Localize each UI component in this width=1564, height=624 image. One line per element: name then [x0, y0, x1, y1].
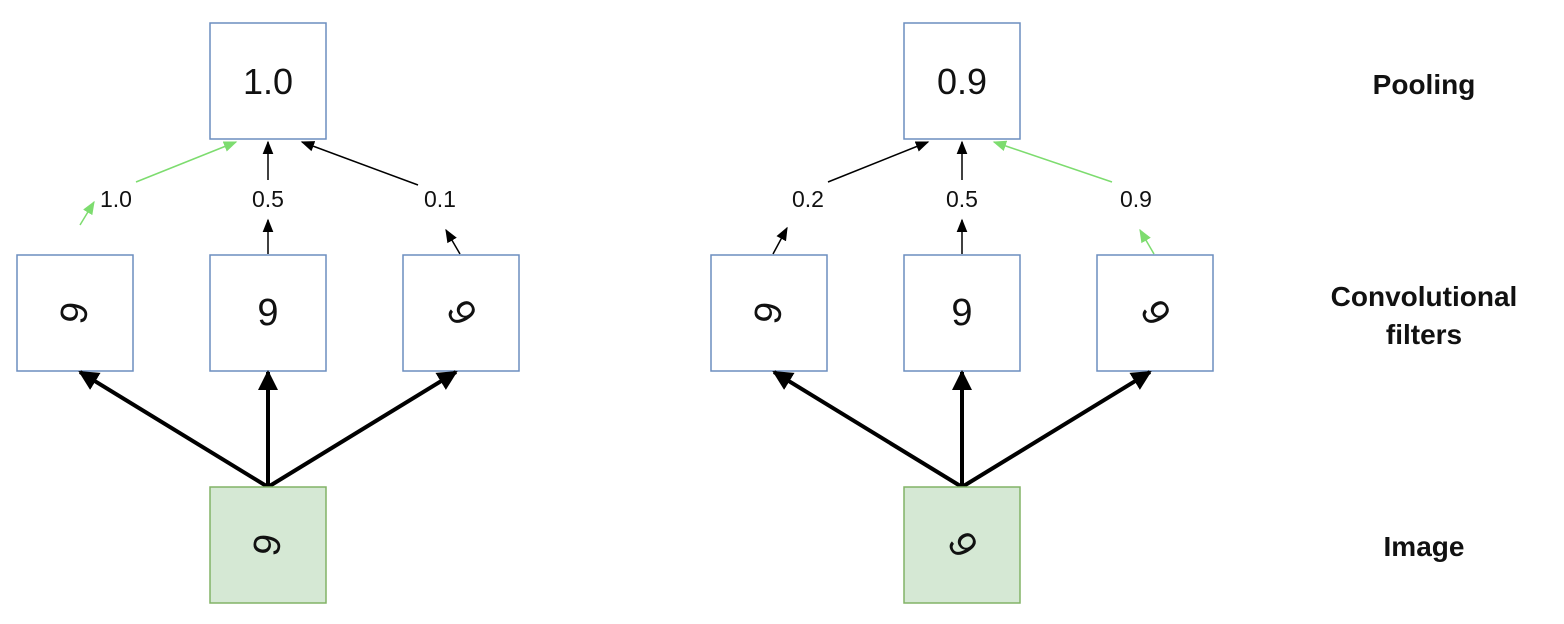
left-pooled-value: 1.0 — [243, 61, 293, 102]
right-filter-box-1 — [710, 254, 828, 372]
right-filter-box-3 — [1096, 254, 1214, 372]
right-image-arrow-3 — [960, 370, 1152, 489]
right-panel: 0.9 0.2 0.5 0.9 9 9 9 9 — [710, 22, 1214, 604]
right-pool-arrow-1b — [827, 141, 930, 183]
left-image-arrow-1 — [78, 370, 270, 489]
right-pool-arrow-1 — [772, 226, 788, 255]
row-label-filters-line1: Convolutional — [1331, 281, 1518, 312]
right-score-1: 0.2 — [792, 186, 824, 212]
row-label-pooling: Pooling — [1373, 69, 1476, 100]
left-pool-arrow-1b — [135, 141, 238, 183]
right-image-arrow-1 — [772, 370, 964, 489]
right-pool-arrow-3 — [1139, 228, 1155, 255]
left-filter-box-1 — [16, 254, 134, 372]
left-pool-arrow-3 — [445, 228, 461, 255]
right-pooled-box — [903, 22, 1021, 140]
left-filter-box-3 — [402, 254, 520, 372]
right-pooled-value: 0.9 — [937, 61, 987, 102]
right-filter-glyph-2: 9 — [951, 292, 972, 334]
right-score-2: 0.5 — [946, 186, 978, 212]
left-score-2: 0.5 — [252, 186, 284, 212]
left-pool-arrow-3b — [300, 141, 419, 186]
left-image-arrow-3 — [266, 370, 458, 489]
left-score-1: 1.0 — [100, 186, 132, 212]
right-pool-arrow-3b — [992, 140, 1113, 183]
left-score-3: 0.1 — [424, 186, 456, 212]
left-filter-glyph-2: 9 — [257, 292, 278, 334]
left-pooled-box — [209, 22, 327, 140]
row-labels: Pooling Convolutional filters Image — [1331, 69, 1518, 562]
row-label-image: Image — [1384, 531, 1465, 562]
right-score-3: 0.9 — [1120, 186, 1152, 212]
right-image-box — [903, 486, 1021, 604]
left-filter-box-2 — [209, 254, 327, 372]
right-filter-box-2 — [903, 254, 1021, 372]
left-image-box — [209, 486, 327, 604]
left-pool-arrow-1 — [79, 200, 95, 226]
row-label-filters-line2: filters — [1386, 319, 1462, 350]
left-panel: 1.0 1.0 0.5 0.1 9 9 9 9 — [16, 22, 520, 604]
